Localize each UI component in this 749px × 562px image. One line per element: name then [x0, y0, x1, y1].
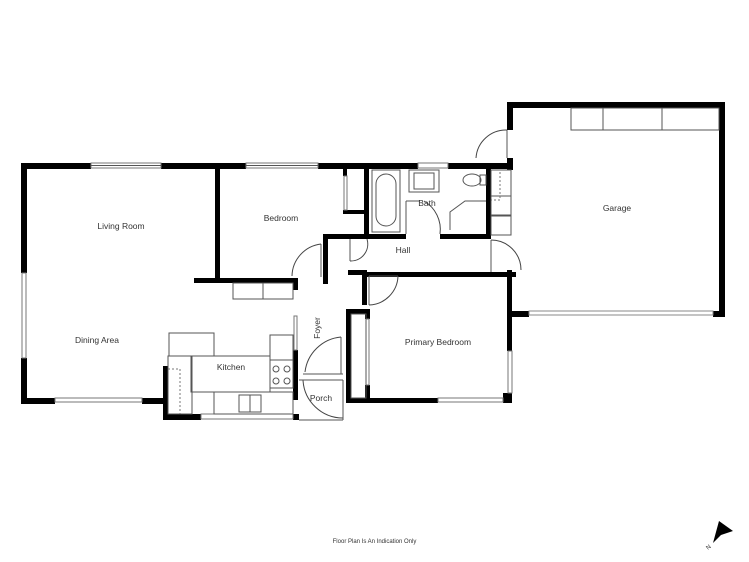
room-label-kitchen: Kitchen — [217, 362, 246, 372]
walls — [21, 102, 725, 420]
north-arrow-icon: N — [705, 521, 733, 552]
room-label-dining-area: Dining Area — [75, 335, 119, 345]
room-label-hall: Hall — [396, 245, 411, 255]
doors — [291, 129, 522, 421]
fixtures — [167, 107, 720, 415]
room-label-bath: Bath — [418, 198, 436, 208]
room-label-porch: Porch — [310, 393, 332, 403]
compass-label: N — [705, 544, 712, 551]
room-label-bedroom: Bedroom — [264, 213, 299, 223]
footer-note: Floor Plan Is An Indication Only — [332, 539, 417, 545]
room-label-garage: Garage — [603, 203, 632, 213]
room-label-primary-bedroom: Primary Bedroom — [405, 337, 471, 347]
room-label-living-room: Living Room — [97, 221, 144, 231]
windows — [21, 162, 714, 420]
room-labels: Living Room Bedroom Bath Hall Garage Din… — [75, 198, 631, 403]
room-label-foyer: Foyer — [312, 317, 322, 339]
